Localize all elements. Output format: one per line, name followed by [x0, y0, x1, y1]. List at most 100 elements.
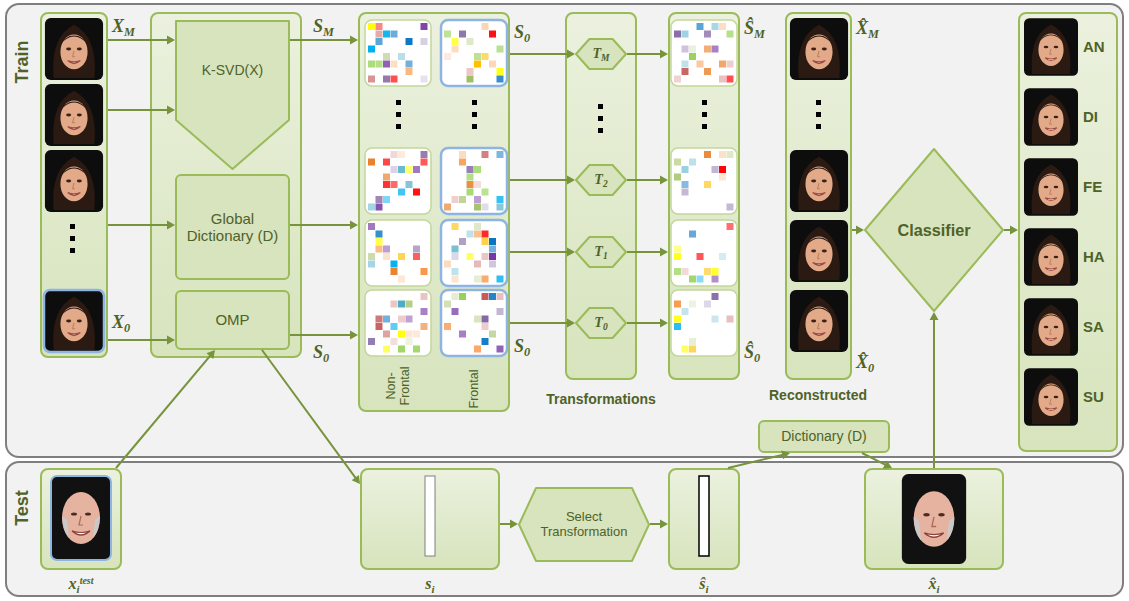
illustration-part [398, 166, 405, 173]
flow-arrow [510, 176, 575, 185]
subscript: 0 [868, 361, 874, 375]
illustration-part [383, 246, 390, 253]
illustration-part [712, 276, 719, 283]
node-label: X̂M [856, 18, 879, 39]
illustration-part [376, 238, 383, 245]
illustration-part [391, 323, 398, 330]
illustration-part [383, 159, 390, 166]
node-label: S0 [514, 22, 530, 43]
illustration-part [452, 276, 459, 283]
illustration-part [816, 124, 821, 129]
illustration-part [497, 68, 504, 75]
arrow-head [883, 460, 892, 468]
subscript: i [706, 583, 709, 595]
illustration-part [452, 223, 459, 230]
flow-arrow [627, 248, 668, 257]
illustration-part [702, 124, 707, 129]
illustration-part [376, 61, 383, 68]
illustration-part [497, 151, 504, 158]
reconstruction-column: X̂MX̂0Reconstructed [785, 12, 852, 380]
illustration-part [413, 166, 420, 173]
node-label: AN [1083, 38, 1105, 55]
flow-arrow [627, 176, 668, 185]
illustration-part [689, 53, 696, 60]
label-holder: Select Transformation [534, 492, 634, 557]
flow-arrow [650, 520, 668, 529]
node-label: Train [12, 40, 33, 83]
illustration-part [712, 46, 719, 53]
illustration-part [376, 316, 383, 323]
illustration-part [671, 290, 737, 356]
subscript: M [601, 53, 609, 63]
illustration-part [396, 124, 401, 129]
illustration-part [452, 38, 459, 45]
illustration-part [482, 231, 489, 238]
illustration-part [376, 31, 383, 38]
kvsd-outline [175, 20, 290, 170]
illustration-part [383, 53, 390, 60]
illustration-part [474, 346, 481, 353]
input-faces [44, 18, 104, 352]
illustration-part [391, 301, 398, 308]
flow-arrow [262, 350, 360, 484]
arrow-head [660, 176, 668, 185]
node-label: T1 [594, 244, 607, 260]
illustration-part [727, 204, 734, 211]
label-holder: OMP [177, 292, 288, 348]
illustration-part [421, 323, 428, 330]
illustration-part [699, 476, 709, 556]
illustration-part [674, 159, 681, 166]
illustration-part [70, 224, 75, 229]
illustration-part [519, 488, 649, 561]
illustration-part [383, 253, 390, 260]
illustration-part [368, 338, 375, 345]
illustration-part [474, 181, 481, 188]
illustration-part [727, 223, 734, 230]
illustration-part [391, 338, 398, 345]
illustration-part [383, 331, 390, 338]
illustration-part [482, 293, 489, 300]
select-hexagon: Select Transformation [518, 487, 650, 562]
node-label: FE [1083, 178, 1102, 195]
illustration-part [497, 46, 504, 53]
illustration-part [368, 23, 375, 30]
label-holder: Global Dictionary (D) [177, 176, 288, 278]
transformed-code-column: ŜMŜ0 [668, 12, 740, 380]
illustration-part [816, 100, 821, 105]
illustration-part [383, 181, 390, 188]
label-holder: T0 [577, 307, 625, 339]
transform-hexagon: T2 [575, 164, 627, 196]
illustration-part [70, 248, 75, 253]
arrow-head [660, 248, 668, 257]
illustration-part [719, 253, 726, 260]
node-label: Reconstructed [769, 387, 867, 403]
flow-arrow [852, 226, 864, 235]
arrow-line [108, 339, 169, 341]
illustration-part [482, 276, 489, 283]
illustration-part [383, 316, 390, 323]
node-label: Non- Frontal [384, 363, 413, 409]
illustration-part [489, 261, 496, 268]
illustration-part [704, 181, 711, 188]
illustration-part [391, 268, 398, 275]
illustration-part [391, 31, 398, 38]
illustration-part [441, 148, 507, 214]
arrow-line [933, 318, 935, 468]
illustration-part [689, 46, 696, 53]
illustration-part [467, 253, 474, 260]
illustration-part [365, 220, 431, 286]
illustration-part [383, 31, 390, 38]
arrow-line [728, 454, 784, 468]
illustration-part [674, 253, 681, 260]
illustration-part [482, 53, 489, 60]
arrow-head [567, 248, 575, 257]
illustration-part [576, 165, 626, 195]
illustration-part [391, 261, 398, 268]
node-label: K-SVD(X) [202, 62, 263, 78]
label-holder: Dictionary (D) [760, 422, 888, 451]
arrow-head [567, 176, 575, 185]
illustration-part [700, 517, 708, 524]
illustration-part [674, 246, 681, 253]
illustration-part [671, 148, 737, 214]
